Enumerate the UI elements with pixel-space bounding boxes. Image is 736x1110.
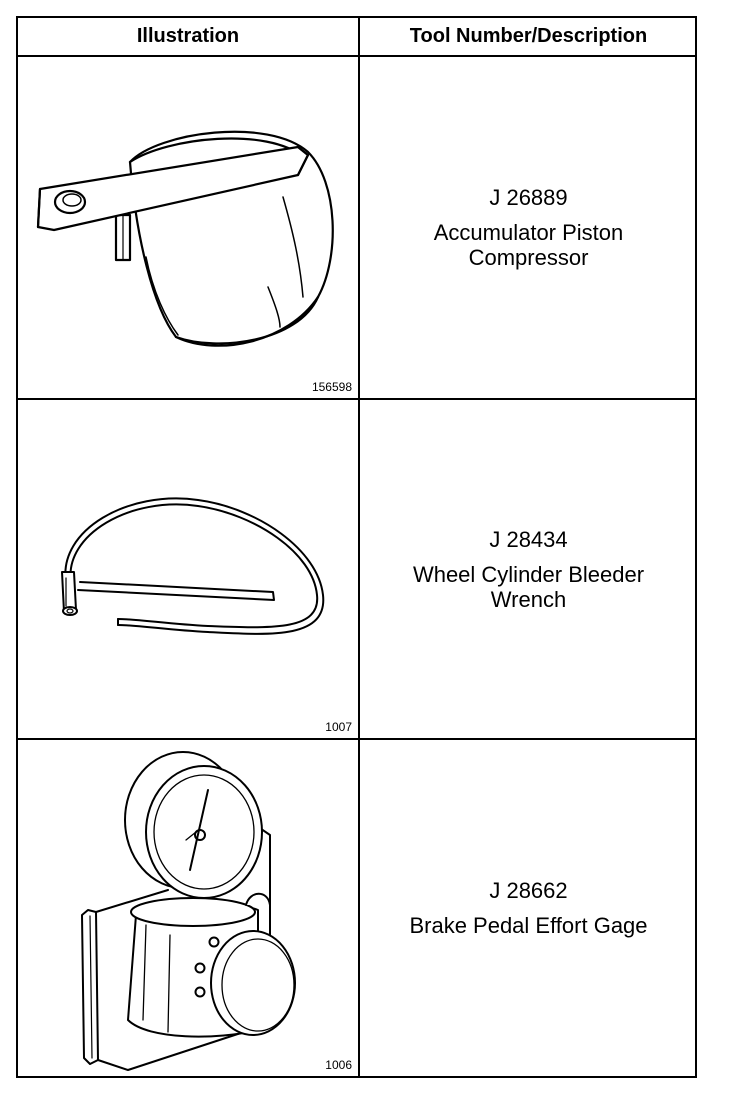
figure-number: 1007 [325, 720, 352, 734]
table-row: 1007 J 28434 Wheel Cylinder Bleeder Wren… [18, 400, 695, 740]
figure-number: 156598 [311, 380, 352, 394]
tool-table: Illustration Tool Number/Description [16, 16, 697, 1078]
illustration-cell: 156598 [18, 57, 358, 398]
accumulator-piston-compressor-icon [36, 130, 334, 347]
description-cell: J 28662 Brake Pedal Effort Gage [360, 740, 697, 1076]
table-row: 1006 J 28662 Brake Pedal Effort Gage [18, 740, 695, 1076]
figure-number: 1006 [325, 1058, 352, 1072]
tool-description: Accumulator Piston Compressor [433, 220, 624, 270]
description-cell: J 26889 Accumulator Piston Compressor [360, 57, 697, 398]
wheel-cylinder-bleeder-wrench-icon [61, 497, 325, 635]
tool-description: Brake Pedal Effort Gage [409, 913, 648, 938]
table-header-row: Illustration Tool Number/Description [18, 18, 695, 57]
table-row: 156598 J 26889 Accumulator Piston Compre… [18, 57, 695, 400]
illustration-cell: 1007 [18, 400, 358, 738]
column-divider [358, 18, 360, 1076]
tool-description: Wheel Cylinder Bleeder Wrench [412, 561, 645, 612]
header-illustration: Illustration [136, 25, 240, 47]
description-cell: J 28434 Wheel Cylinder Bleeder Wrench [360, 400, 697, 738]
header-tool-number-description: Tool Number/Description [409, 25, 648, 47]
tool-number: J 28434 [489, 526, 568, 552]
tool-number: J 28662 [489, 878, 568, 903]
brake-pedal-effort-gage-icon [81, 751, 296, 1071]
tool-number: J 26889 [489, 185, 568, 210]
illustration-cell: 1006 [18, 740, 358, 1076]
